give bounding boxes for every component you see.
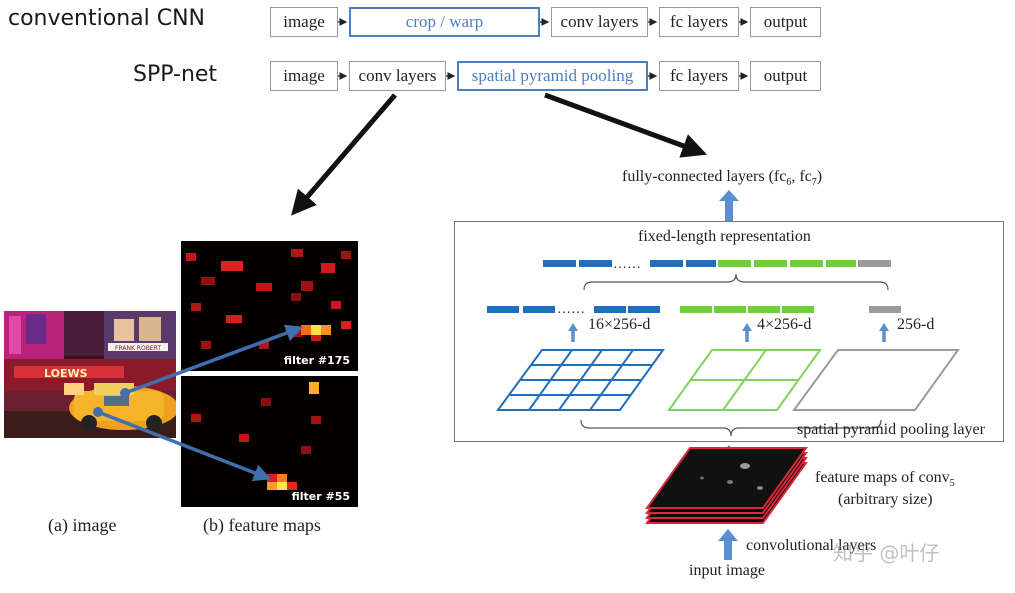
spp-row-conv-layers-box: conv layers	[349, 61, 446, 91]
conv-row-output-box: output	[750, 7, 821, 37]
caption-image: (a) image	[48, 515, 117, 535]
correspondence-origin-175	[120, 388, 130, 398]
grid-2x2	[667, 349, 822, 411]
dim-1-label: 256-d	[897, 316, 935, 333]
pooled-bar-1	[869, 306, 901, 313]
conv-row-image-box: image	[270, 7, 338, 37]
arrow-up-16-head	[568, 323, 578, 331]
feature-map-filter-175: filter #175	[181, 241, 358, 371]
spp-box: spatial pyramid pooling	[457, 61, 648, 91]
fixed-length-dots: ……	[613, 257, 641, 272]
correspondence-arrow-175	[124, 324, 304, 395]
pooled-bar-16-dots: ……	[557, 302, 585, 317]
spp-net-title: SPP-net	[133, 62, 218, 87]
upper-brace	[583, 273, 889, 291]
feature-map-55-activations	[191, 382, 321, 490]
grid-4x4	[496, 349, 665, 411]
conv-row-fc-layers-box: fc layers	[659, 7, 739, 37]
arrow-up-4-head	[742, 323, 752, 331]
filter-175-label: filter #175	[283, 354, 350, 367]
fixed-length-bar	[543, 260, 891, 267]
arbitrary-size-label: (arbitrary size)	[838, 491, 933, 508]
big-arrow-to-spp-detail	[544, 92, 708, 158]
arrow-up-1-head	[879, 323, 889, 331]
feature-maps-label: feature maps of conv5	[815, 469, 955, 490]
conventional-cnn-title: conventional CNN	[8, 6, 206, 31]
correspondence-origin-55	[93, 407, 103, 417]
arrow-up-from-input-head	[718, 529, 738, 541]
pooled-bar-16	[487, 306, 660, 313]
filter-55-label: filter #55	[291, 490, 350, 503]
spp-layer-box	[454, 221, 1004, 442]
photo-sign-loews: LOEWS	[44, 367, 88, 380]
conv-row-conv-layers-box: conv layers	[551, 7, 648, 37]
spp-row-image-box: image	[270, 61, 338, 91]
dim-4-label: 4×256-d	[757, 316, 812, 333]
crop-warp-box: crop / warp	[349, 7, 540, 37]
grid-1x1	[792, 349, 960, 411]
lower-brace	[580, 419, 882, 437]
input-image-label: input image	[689, 562, 765, 579]
fully-connected-label: fully-connected layers (fc6, fc7)	[622, 168, 823, 189]
spp-layer-label: spatial pyramid pooling layer	[797, 421, 985, 438]
photo-sign-frank-robert: FRANK ROBERT	[115, 345, 161, 352]
conv-layers-label: convolutional layers	[746, 537, 877, 554]
fixed-length-label: fixed-length representation	[638, 228, 811, 245]
dim-16-label: 16×256-d	[588, 316, 651, 333]
conv5-feature-map-stack	[645, 447, 808, 524]
pooled-bar-4	[680, 306, 814, 313]
arrow-up-to-fc-head	[719, 190, 739, 201]
spp-row-fc-layers-box: fc layers	[659, 61, 739, 91]
big-arrow-to-feature-maps	[291, 93, 397, 216]
feature-map-filter-55: filter #55	[181, 376, 358, 507]
spp-row-output-box: output	[750, 61, 821, 91]
watermark: 知乎 @叶仔	[833, 541, 940, 565]
caption-feature-maps: (b) feature maps	[203, 515, 321, 535]
correspondence-arrow-55	[97, 410, 272, 482]
